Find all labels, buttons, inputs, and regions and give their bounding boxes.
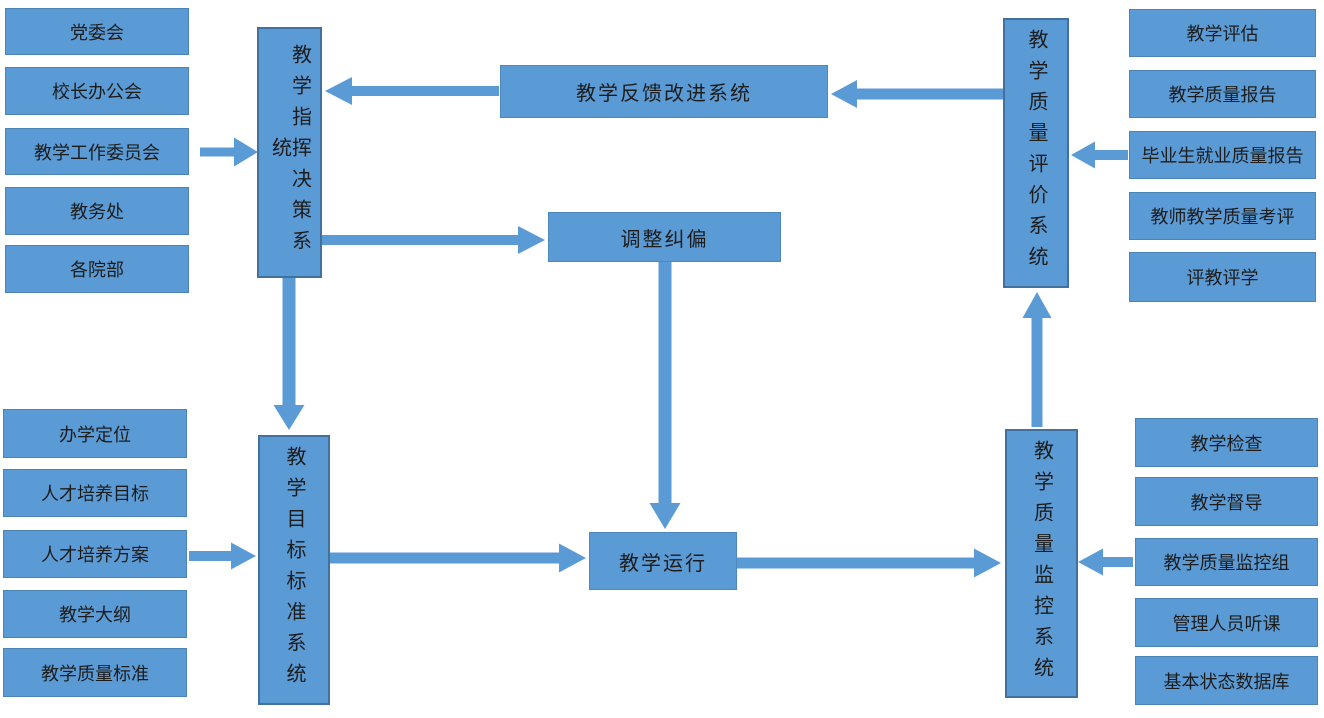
node-teaching-supervision: 教学督导 xyxy=(1135,477,1318,526)
teaching-quality-monitoring-group-label: 教学质量监控组 xyxy=(1163,553,1290,573)
teaching-work-committee-label: 教学工作委员会 xyxy=(34,142,160,163)
arrow-teaching-quality-evaluation-system--to--teaching-feedback-improvement-system xyxy=(831,80,1003,108)
node-teaching-work-committee: 教学工作委员会 xyxy=(5,128,189,175)
node-presidents-office-meeting: 校长办公会 xyxy=(5,67,189,115)
departments-label: 各院部 xyxy=(70,260,124,280)
node-teaching-inspection: 教学检查 xyxy=(1135,418,1318,467)
arrow-teaching-command-decision-system--to--adjust-correct xyxy=(322,226,545,254)
arrow-teaching-quality-monitoring-group--to--teaching-quality-monitoring-system xyxy=(1078,548,1133,576)
teaching-quality-standard-label: 教学质量标准 xyxy=(41,663,149,684)
talent-training-plan-label: 人才培养方案 xyxy=(41,545,149,565)
arrow-teaching-operation--to--teaching-quality-monitoring-system xyxy=(737,548,1001,578)
arrow-graduate-employment-quality-report--to--teaching-quality-evaluation-system xyxy=(1071,141,1128,169)
node-teaching-operation: 教学运行 xyxy=(589,532,737,590)
teaching-syllabus-label: 教学大纲 xyxy=(59,605,131,625)
teaching-quality-evaluation-system-label: 教学质量评价系统 xyxy=(1025,29,1047,277)
node-teaching-goal-standard-system: 教学目标标准系统 xyxy=(258,435,330,705)
teaching-quality-monitoring-system-label: 教学质量监控系统 xyxy=(1030,439,1053,688)
node-teaching-command-decision-system: 教学指挥决策系统 xyxy=(257,27,322,278)
teaching-goal-standard-system-label: 教学目标标准系统 xyxy=(283,446,305,694)
evaluate-teaching-learning-label: 评教评学 xyxy=(1186,268,1259,288)
basic-state-database-label: 基本状态数据库 xyxy=(1163,671,1290,692)
node-graduate-employment-quality-report: 毕业生就业质量报告 xyxy=(1129,131,1316,179)
teaching-evaluation-label: 教学评估 xyxy=(1186,24,1259,44)
arrow-adjust-correct--to--teaching-operation xyxy=(649,262,681,529)
arrow-talent-training-plan--to--teaching-goal-standard-system xyxy=(189,542,256,570)
node-teaching-evaluation: 教学评估 xyxy=(1129,9,1316,57)
arrow-teaching-command-decision-system--to--teaching-goal-standard-system xyxy=(273,278,305,430)
node-teaching-quality-standard: 教学质量标准 xyxy=(3,648,187,697)
arrow-teaching-feedback-improvement-system--to--teaching-command-decision-system xyxy=(325,77,499,105)
arrow-teaching-work-committee--to--teaching-command-decision-system xyxy=(200,137,258,167)
adjust-correct-label: 调整纠偏 xyxy=(620,228,709,251)
node-basic-state-database: 基本状态数据库 xyxy=(1135,656,1318,705)
node-teaching-quality-monitoring-group: 教学质量监控组 xyxy=(1135,538,1318,586)
presidents-office-meeting-label: 校长办公会 xyxy=(52,82,142,102)
teaching-supervision-label: 教学督导 xyxy=(1190,492,1263,513)
node-teaching-quality-evaluation-system: 教学质量评价系统 xyxy=(1003,18,1069,288)
node-teaching-feedback-improvement-system: 教学反馈改进系统 xyxy=(500,65,828,118)
node-teaching-quality-report: 教学质量报告 xyxy=(1129,70,1316,118)
teacher-teaching-quality-assessment-label: 教师教学质量考评 xyxy=(1150,207,1295,227)
node-party-committee: 党委会 xyxy=(5,8,189,55)
teaching-feedback-improvement-system-label: 教学反馈改进系统 xyxy=(576,83,752,105)
node-teaching-syllabus: 教学大纲 xyxy=(3,590,187,638)
talent-training-goal-label: 人才培养目标 xyxy=(41,484,149,504)
node-talent-training-plan: 人才培养方案 xyxy=(3,530,187,578)
school-positioning-label: 办学定位 xyxy=(59,424,131,445)
node-evaluate-teaching-learning: 评教评学 xyxy=(1129,252,1316,302)
teaching-inspection-label: 教学检查 xyxy=(1190,433,1263,454)
node-talent-training-goal: 人才培养目标 xyxy=(3,469,187,517)
administrators-class-observation-label: 管理人员听课 xyxy=(1172,613,1281,634)
party-committee-label: 党委会 xyxy=(70,22,124,43)
teaching-operation-label: 教学运行 xyxy=(619,552,707,575)
node-teacher-teaching-quality-assessment: 教师教学质量考评 xyxy=(1129,192,1316,240)
node-school-positioning: 办学定位 xyxy=(3,409,187,458)
academic-affairs-office-label: 教务处 xyxy=(70,202,124,222)
graduate-employment-quality-report-label: 毕业生就业质量报告 xyxy=(1141,146,1304,166)
arrow-teaching-goal-standard-system--to--teaching-operation xyxy=(330,543,586,573)
node-administrators-class-observation: 管理人员听课 xyxy=(1135,598,1318,647)
teaching-quality-report-label: 教学质量报告 xyxy=(1168,85,1277,105)
node-departments: 各院部 xyxy=(5,245,189,293)
node-adjust-correct: 调整纠偏 xyxy=(548,212,781,262)
teaching-command-decision-system-label: 教学指挥决策系统 xyxy=(268,44,311,261)
arrow-teaching-quality-monitoring-system--to--teaching-quality-evaluation-system xyxy=(1022,292,1052,427)
node-teaching-quality-monitoring-system: 教学质量监控系统 xyxy=(1005,429,1078,698)
node-academic-affairs-office: 教务处 xyxy=(5,187,189,235)
